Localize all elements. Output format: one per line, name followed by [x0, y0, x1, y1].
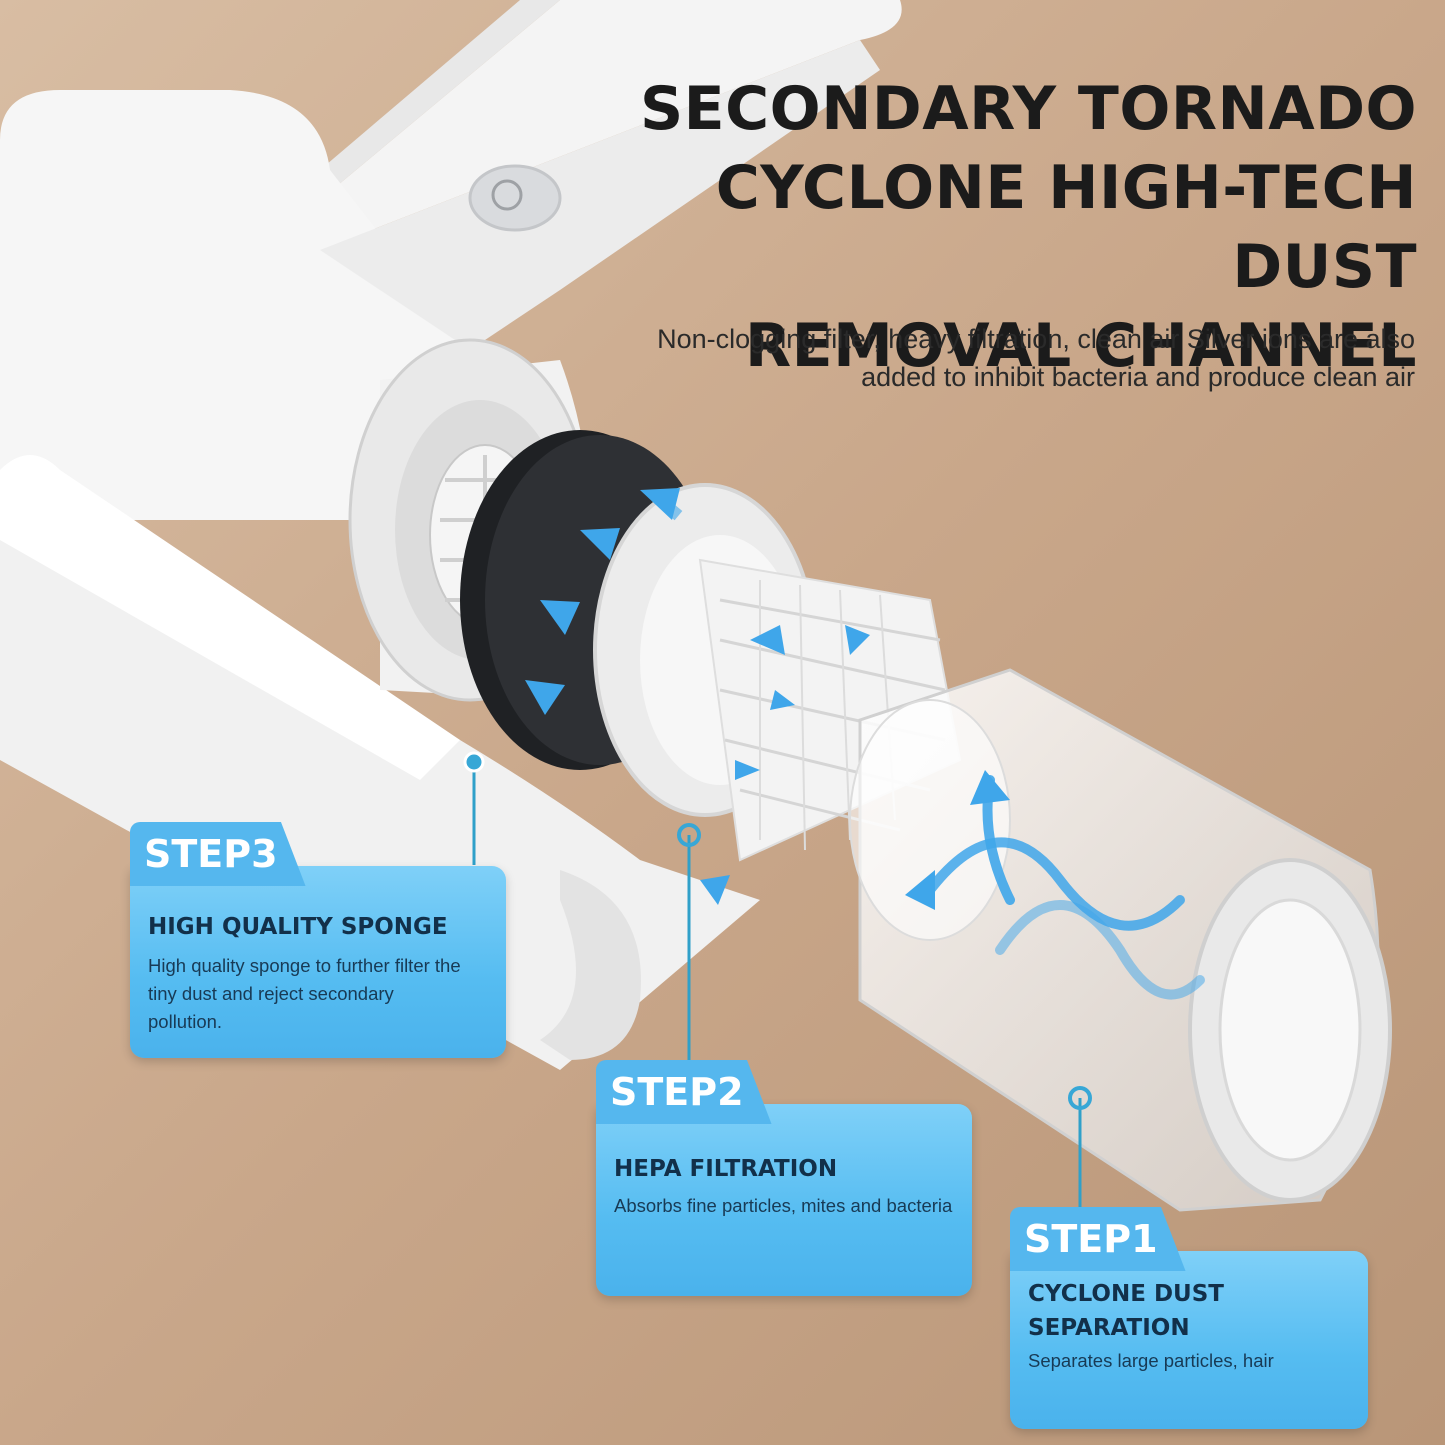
- headline: SECONDARY TORNADO CYCLONE HIGH-TECH DUST…: [517, 70, 1417, 386]
- step-tab: STEP2: [596, 1060, 772, 1124]
- headline-line-3: REMOVAL CHANNEL: [744, 311, 1417, 381]
- callout-dots: [463, 751, 1092, 1110]
- step-title: HIGH QUALITY SPONGE: [148, 914, 448, 940]
- step-description: Absorbs fine particles, mites and bacter…: [614, 1195, 953, 1216]
- airflow-arrows: [525, 488, 870, 905]
- step-card-body: [596, 1104, 972, 1296]
- base-end: [540, 870, 641, 1060]
- base-highlight: [0, 455, 460, 780]
- hepa-filter: [593, 483, 962, 862]
- headline-line-2: CYCLONE HIGH-TECH DUST: [715, 153, 1417, 302]
- step-description: Separates large particles, hair: [1028, 1350, 1274, 1371]
- step-tab: STEP1: [1010, 1207, 1186, 1271]
- step-card-body: [130, 866, 506, 1058]
- step-card-cyclone: STEP1 CYCLONE DUST SEPARATION Separates …: [1010, 1207, 1368, 1429]
- subheadline-line-1: Non-clogging filter, heavy filtration, c…: [657, 324, 1415, 354]
- step-title: HEPA FILTRATION: [614, 1156, 838, 1182]
- subheadline-line-2: added to inhibit bacteria and produce cl…: [861, 362, 1415, 392]
- subheadline: Non-clogging filter, heavy filtration, c…: [515, 320, 1415, 396]
- handle-shadow: [320, 0, 560, 200]
- headline-line-1: SECONDARY TORNADO: [639, 74, 1417, 144]
- power-button-icon: [468, 164, 562, 232]
- step-tab: STEP3: [130, 822, 306, 886]
- step-card-hepa: STEP2 HEPA FILTRATION Absorbs fine parti…: [596, 1060, 972, 1296]
- step-card-sponge: STEP3 HIGH QUALITY SPONGE High quality s…: [130, 822, 506, 1058]
- main-body: [0, 90, 470, 520]
- step-description: High quality sponge to further filter th…: [148, 955, 461, 1032]
- step-card-body: [1010, 1251, 1368, 1429]
- step-title: CYCLONE DUST SEPARATION: [1028, 1281, 1224, 1341]
- cyclone-arrow-icon: [905, 770, 1010, 910]
- handle-body: [320, 40, 880, 350]
- handle-top: [320, 0, 902, 250]
